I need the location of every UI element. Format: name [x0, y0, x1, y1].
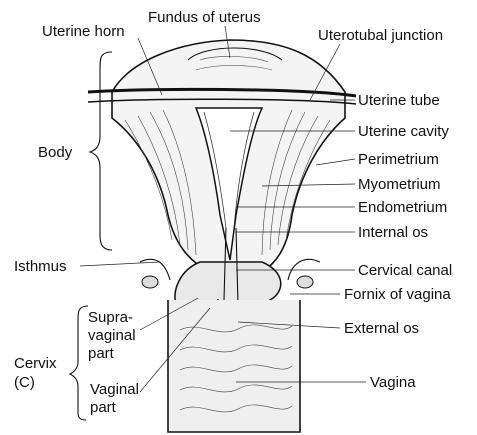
label-perimetrium: Perimetrium — [358, 151, 439, 168]
label-cervix-2: (C) — [14, 374, 35, 391]
label-vagina: Vagina — [370, 374, 416, 391]
label-myometrium: Myometrium — [358, 176, 441, 193]
label-fundus: Fundus of uterus — [148, 9, 261, 26]
label-isthmus: Isthmus — [14, 258, 67, 275]
label-cervix-1: Cervix — [14, 355, 57, 372]
label-external-os: External os — [344, 320, 419, 337]
label-endometrium: Endometrium — [358, 199, 447, 216]
label-cervical-canal: Cervical canal — [358, 262, 452, 279]
vagina — [168, 300, 300, 432]
label-uterine-tube: Uterine tube — [358, 92, 440, 109]
label-uterine-cavity: Uterine cavity — [358, 123, 449, 140]
cervix-brace — [70, 306, 88, 420]
label-uterotubal-junction: Uterotubal junction — [318, 27, 443, 44]
label-vaginal-part-2: part — [90, 399, 117, 416]
body-brace — [90, 52, 112, 250]
label-fornix: Fornix of vagina — [344, 286, 451, 303]
label-uterine-horn: Uterine horn — [42, 23, 125, 40]
label-supravaginal-2: vaginal — [88, 327, 136, 344]
label-vaginal-part-1: Vaginal — [90, 381, 139, 398]
label-internal-os: Internal os — [358, 224, 428, 241]
uterus-illustration — [88, 40, 356, 432]
label-body: Body — [38, 144, 73, 161]
label-supravaginal-1: Supra- — [88, 309, 133, 326]
label-supravaginal-3: part — [88, 345, 115, 362]
